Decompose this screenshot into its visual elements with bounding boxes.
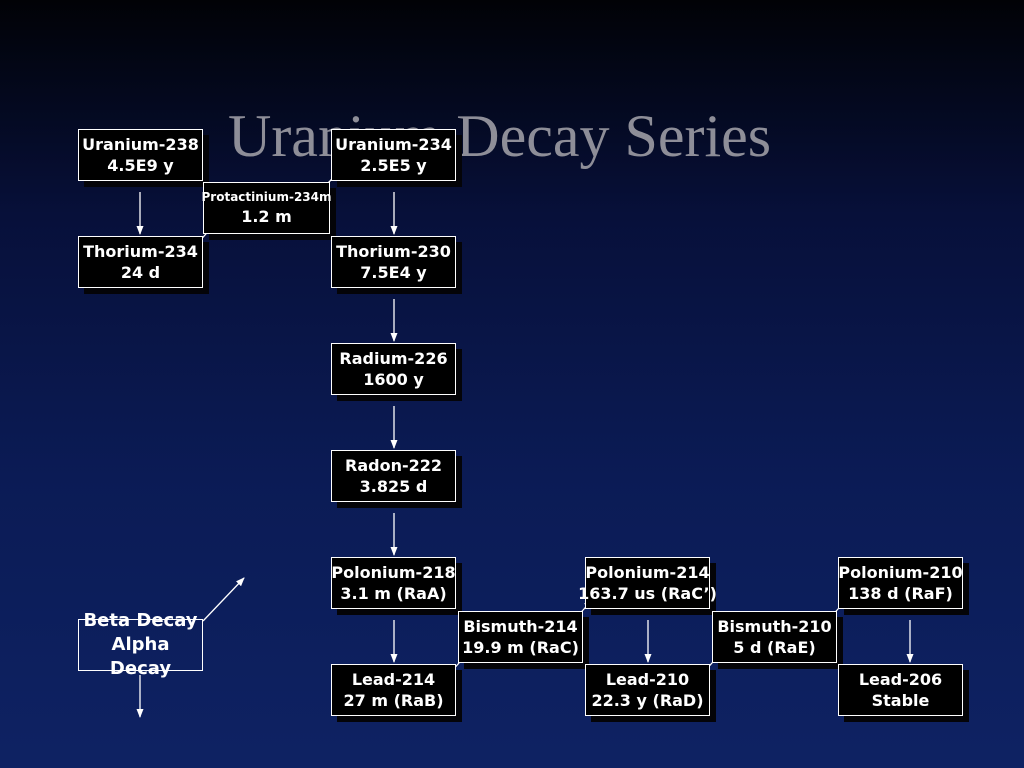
half-life: 4.5E9 y bbox=[107, 156, 174, 175]
nuclide-name: Lead-214 bbox=[351, 670, 436, 689]
nuclide-name: Uranium-234 bbox=[335, 135, 452, 154]
nuclide-name: Bismuth-214 bbox=[463, 617, 578, 636]
nuclide-protactinium-234m: Protactinium-234m 1.2 m bbox=[201, 182, 332, 234]
half-life: 5 d (RaE) bbox=[733, 638, 816, 657]
nuclide-name: Bismuth-210 bbox=[717, 617, 832, 636]
nuclide-name: Uranium-238 bbox=[82, 135, 199, 154]
nuclide-radium-226: Radium-226 1600 y bbox=[331, 343, 456, 395]
nuclide-bismuth-214: Bismuth-214 19.9 m (RaC) bbox=[458, 611, 583, 663]
nuclide-lead-210: Lead-210 22.3 y (RaD) bbox=[585, 664, 710, 716]
nuclide-name: Radon-222 bbox=[345, 456, 442, 475]
legend-alpha-label: Alpha Decay bbox=[109, 634, 172, 679]
half-life: 1.2 m bbox=[241, 207, 292, 226]
nuclide-lead-214: Lead-214 27 m (RaB) bbox=[331, 664, 456, 716]
half-life: 22.3 y (RaD) bbox=[591, 691, 704, 710]
nuclide-name: Polonium-214 bbox=[585, 563, 710, 582]
nuclide-name: Thorium-230 bbox=[336, 242, 451, 261]
half-life: 163.7 us (RaC’) bbox=[578, 584, 717, 603]
nuclide-name: Protactinium-234m bbox=[201, 190, 332, 204]
half-life: 7.5E4 y bbox=[360, 263, 427, 282]
half-life: 2.5E5 y bbox=[360, 156, 427, 175]
nuclide-polonium-218: Polonium-218 3.1 m (RaA) bbox=[331, 557, 456, 609]
nuclide-name: Polonium-210 bbox=[838, 563, 963, 582]
nuclide-uranium-238: Uranium-238 4.5E9 y bbox=[78, 129, 203, 181]
half-life: 27 m (RaB) bbox=[343, 691, 444, 710]
nuclide-thorium-234: Thorium-234 24 d bbox=[78, 236, 203, 288]
nuclide-uranium-234: Uranium-234 2.5E5 y bbox=[331, 129, 456, 181]
half-life: 3.1 m (RaA) bbox=[340, 584, 447, 603]
nuclide-polonium-214: Polonium-214 163.7 us (RaC’) bbox=[578, 557, 717, 609]
nuclide-name: Radium-226 bbox=[339, 349, 448, 368]
half-life: 19.9 m (RaC) bbox=[462, 638, 579, 657]
half-life: 3.825 d bbox=[359, 477, 428, 496]
nuclide-lead-206: Lead-206 Stable bbox=[838, 664, 963, 716]
half-life: 1600 y bbox=[363, 370, 424, 389]
half-life: 24 d bbox=[120, 263, 161, 282]
slide-title: Uranium Decay Series bbox=[228, 103, 772, 169]
half-life: Stable bbox=[871, 691, 930, 710]
nuclide-bismuth-210: Bismuth-210 5 d (RaE) bbox=[712, 611, 837, 663]
nuclide-thorium-230: Thorium-230 7.5E4 y bbox=[331, 236, 456, 288]
legend-beta-label: Beta Decay bbox=[83, 610, 198, 631]
nuclide-name: Lead-206 bbox=[858, 670, 943, 689]
decay-legend: Beta Decay Alpha Decay bbox=[78, 610, 203, 679]
nuclide-name: Polonium-218 bbox=[331, 563, 456, 582]
half-life: 138 d (RaF) bbox=[848, 584, 953, 603]
legend-beta-arrow bbox=[202, 577, 245, 622]
nuclide-name: Thorium-234 bbox=[83, 242, 198, 261]
nuclide-radon-222: Radon-222 3.825 d bbox=[331, 450, 456, 502]
nuclide-polonium-210: Polonium-210 138 d (RaF) bbox=[838, 557, 963, 609]
nuclide-name: Lead-210 bbox=[605, 670, 690, 689]
